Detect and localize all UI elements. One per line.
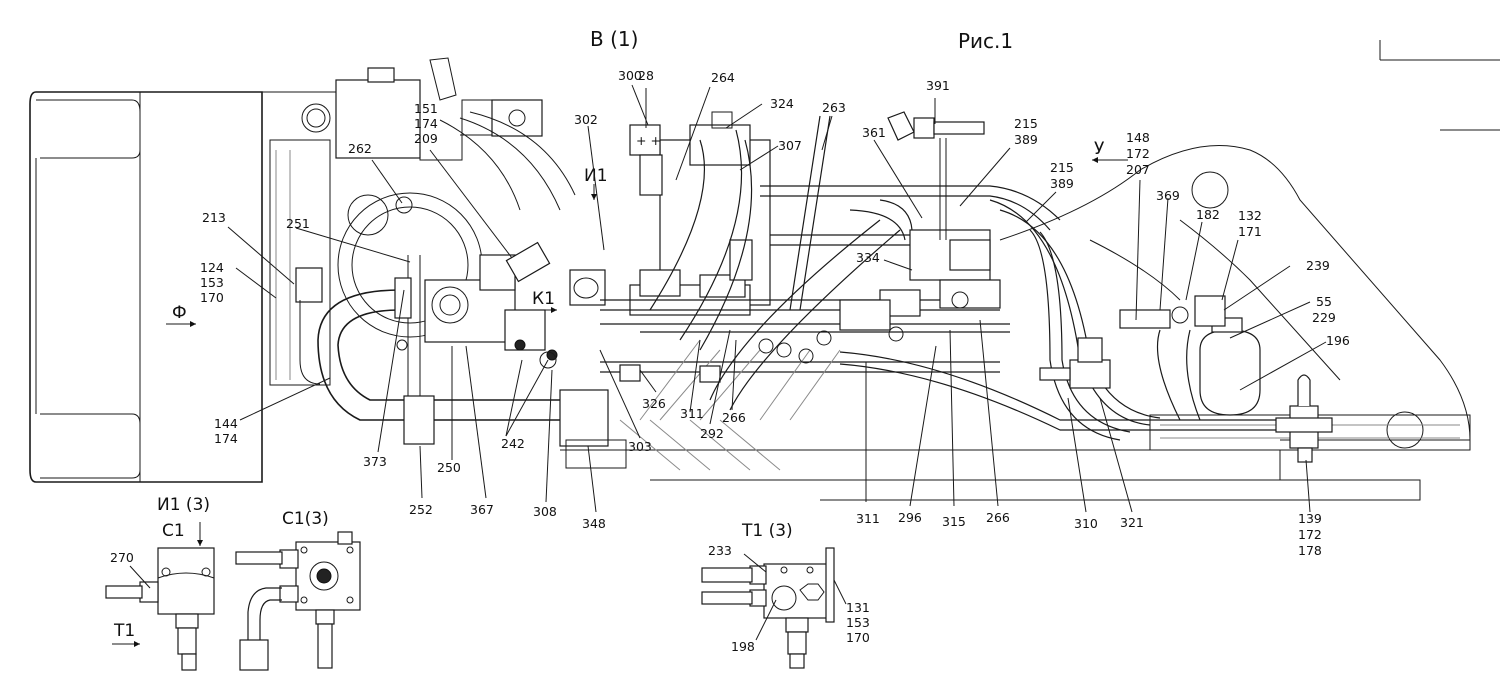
engine-housing xyxy=(335,79,421,159)
callout-148: 148 xyxy=(1126,130,1150,145)
detail-i1-c1-label: С1 xyxy=(162,521,185,541)
engine-outline xyxy=(262,57,576,386)
detail-t1: Т1 (3) 233 131 153 170 198 xyxy=(701,521,870,669)
callout-172: 172 xyxy=(1126,146,1150,161)
valve-block-mid xyxy=(839,229,1001,331)
callout-178: 178 xyxy=(1298,543,1322,558)
section-f-label: Ф xyxy=(172,303,187,323)
callout-311b: 311 xyxy=(856,511,880,526)
callout-171: 171 xyxy=(1238,224,1262,239)
tee-fitting xyxy=(1275,374,1333,463)
section-i1-label: И1 xyxy=(584,166,608,186)
callout-266: 266 xyxy=(722,410,746,425)
detail-t1-title: Т1 (3) xyxy=(741,521,793,541)
callout-28: 28 xyxy=(638,68,654,83)
callout-174b: 174 xyxy=(414,116,438,131)
callout-229: 229 xyxy=(1312,310,1336,325)
callout-310: 310 xyxy=(1074,516,1098,531)
callout-321: 321 xyxy=(1120,515,1144,530)
callout-215: 215 xyxy=(1014,116,1038,131)
detail-t1-callout-153: 153 xyxy=(846,615,870,630)
callout-144: 144 xyxy=(214,416,238,431)
hatching xyxy=(619,339,841,471)
callout-300: 300 xyxy=(618,68,642,83)
callout-174: 174 xyxy=(214,431,238,446)
callout-55: 55 xyxy=(1316,294,1332,309)
callout-324: 324 xyxy=(770,96,794,111)
view-label: В (1) xyxy=(590,27,638,51)
section-k1-label: К1 xyxy=(532,289,555,309)
callout-264: 264 xyxy=(711,70,735,85)
callout-326: 326 xyxy=(642,396,666,411)
callout-132: 132 xyxy=(1238,208,1262,223)
callout-215b: 215 xyxy=(1050,160,1074,175)
callout-153: 153 xyxy=(200,275,224,290)
callout-369: 369 xyxy=(1156,188,1180,203)
callout-391: 391 xyxy=(926,78,950,93)
detail-t1-callout-198: 198 xyxy=(731,639,755,654)
callout-367: 367 xyxy=(470,502,494,517)
callout-170: 170 xyxy=(200,290,224,305)
callout-373: 373 xyxy=(363,454,387,469)
callout-182: 182 xyxy=(1196,207,1220,222)
callout-315: 315 xyxy=(942,514,966,529)
callout-251: 251 xyxy=(286,216,310,231)
callout-348: 348 xyxy=(582,516,606,531)
accumulator xyxy=(1119,295,1261,416)
callout-389: 389 xyxy=(1014,132,1038,147)
section-u-label: У xyxy=(1094,139,1105,159)
callout-296: 296 xyxy=(898,510,922,525)
callout-151: 151 xyxy=(414,101,438,116)
detail-c1: С1(3) xyxy=(235,509,361,671)
callout-361: 361 xyxy=(862,125,886,140)
callout-308: 308 xyxy=(533,504,557,519)
svg-text:+ +: + + xyxy=(636,133,661,148)
figure-label: Рис.1 xyxy=(958,29,1013,53)
callout-209: 209 xyxy=(414,131,438,146)
callout-124: 124 xyxy=(200,260,224,275)
detail-i1-title: И1 (3) xyxy=(157,495,210,515)
callout-292: 292 xyxy=(700,426,724,441)
callout-207: 207 xyxy=(1126,162,1150,177)
callout-196: 196 xyxy=(1326,333,1350,348)
detail-i1-t1-label: Т1 xyxy=(113,621,135,641)
callout-172b: 172 xyxy=(1298,527,1322,542)
callout-242: 242 xyxy=(501,436,525,451)
chassis-outline xyxy=(560,40,1500,501)
callout-266b: 266 xyxy=(986,510,1010,525)
callout-389b: 389 xyxy=(1050,176,1074,191)
detail-t1-callout-233: 233 xyxy=(708,543,732,558)
detail-c1-title: С1(3) xyxy=(282,509,329,529)
detail-t1-callout-131: 131 xyxy=(846,600,870,615)
callout-239: 239 xyxy=(1306,258,1330,273)
callouts: 213 124 153 170 144 174 262 251 151 174 … xyxy=(200,68,1350,558)
callout-302: 302 xyxy=(574,112,598,127)
valve-block-right xyxy=(1039,337,1111,389)
callout-307: 307 xyxy=(778,138,802,153)
hydraulic-pump xyxy=(424,241,558,369)
control-valve-block: + + xyxy=(569,111,771,316)
callout-139: 139 xyxy=(1298,511,1322,526)
filter-213 xyxy=(295,267,323,303)
callout-303: 303 xyxy=(628,439,652,454)
detail-i1-callout-270: 270 xyxy=(110,550,134,565)
callout-213: 213 xyxy=(202,210,226,225)
callout-311: 311 xyxy=(680,406,704,421)
callout-263: 263 xyxy=(822,100,846,115)
callout-250: 250 xyxy=(437,460,461,475)
detail-i1: И1 (3) С1 270 Т1 xyxy=(105,495,215,671)
callout-262: 262 xyxy=(348,141,372,156)
callout-334: 334 xyxy=(856,250,880,265)
hose-loop xyxy=(317,255,627,469)
tank-outline xyxy=(29,91,263,483)
detail-t1-callout-170: 170 xyxy=(846,630,870,645)
callout-252: 252 xyxy=(409,502,433,517)
handle-391 xyxy=(887,111,985,240)
leader-lines xyxy=(227,84,1327,513)
fittings xyxy=(295,267,904,385)
arrows xyxy=(166,157,1128,327)
